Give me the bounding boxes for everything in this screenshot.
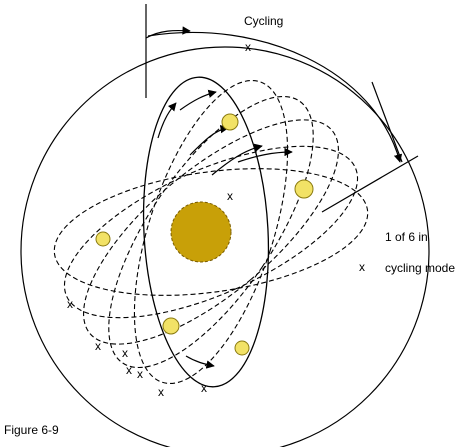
cycling-label: Cycling (244, 14, 283, 28)
x-marker-low-4: x (137, 367, 143, 381)
motion-arrow-1 (157, 102, 177, 139)
x-marker-top: x (245, 40, 251, 54)
dashed-orbit-3 (83, 119, 339, 345)
dashed-orbit-4 (63, 145, 359, 319)
x-marker-low-1: x (95, 339, 101, 353)
motion-arrow-3 (189, 125, 229, 156)
mode-label-line2: cycling mode (385, 261, 455, 275)
motion-arrow-4 (211, 143, 263, 176)
right-radial-line (321, 155, 419, 213)
motion-arrows (157, 89, 293, 369)
outer-circle (20, 46, 430, 447)
x-marker-bottom-1: x (158, 385, 164, 399)
motion-arrow-6 (185, 355, 215, 369)
motion-arrow-2 (179, 89, 217, 111)
figure-caption: Figure 6-9 (4, 423, 59, 437)
satellite-4 (162, 317, 180, 335)
cycling-arc (147, 31, 403, 163)
right-tick-line (371, 81, 403, 163)
dashed-orbit-5 (53, 168, 369, 296)
satellite-3 (95, 231, 111, 247)
satellites (95, 113, 314, 356)
x-marker-low-2: x (122, 346, 128, 360)
satellite-1 (221, 113, 239, 131)
dashed-orbit-2 (108, 95, 314, 369)
top-small-arrow (145, 26, 191, 39)
mode-label-line1: 1 of 6 in (385, 230, 428, 244)
satellite-2 (294, 179, 314, 199)
x-markers: x x x x x x x x x x (67, 40, 365, 399)
x-marker-left: x (67, 297, 73, 311)
x-marker-low-3: x (126, 363, 132, 377)
x-marker-center: x (227, 189, 233, 203)
x-marker-bottom-2: x (201, 381, 207, 395)
motion-arrow-5 (237, 147, 293, 163)
solid-orbit (142, 76, 270, 388)
x-marker-right: x (359, 260, 365, 274)
dashed-orbit-1 (133, 79, 289, 385)
dashed-orbits (53, 79, 369, 385)
satellite-5 (234, 340, 250, 356)
central-body (170, 201, 232, 263)
